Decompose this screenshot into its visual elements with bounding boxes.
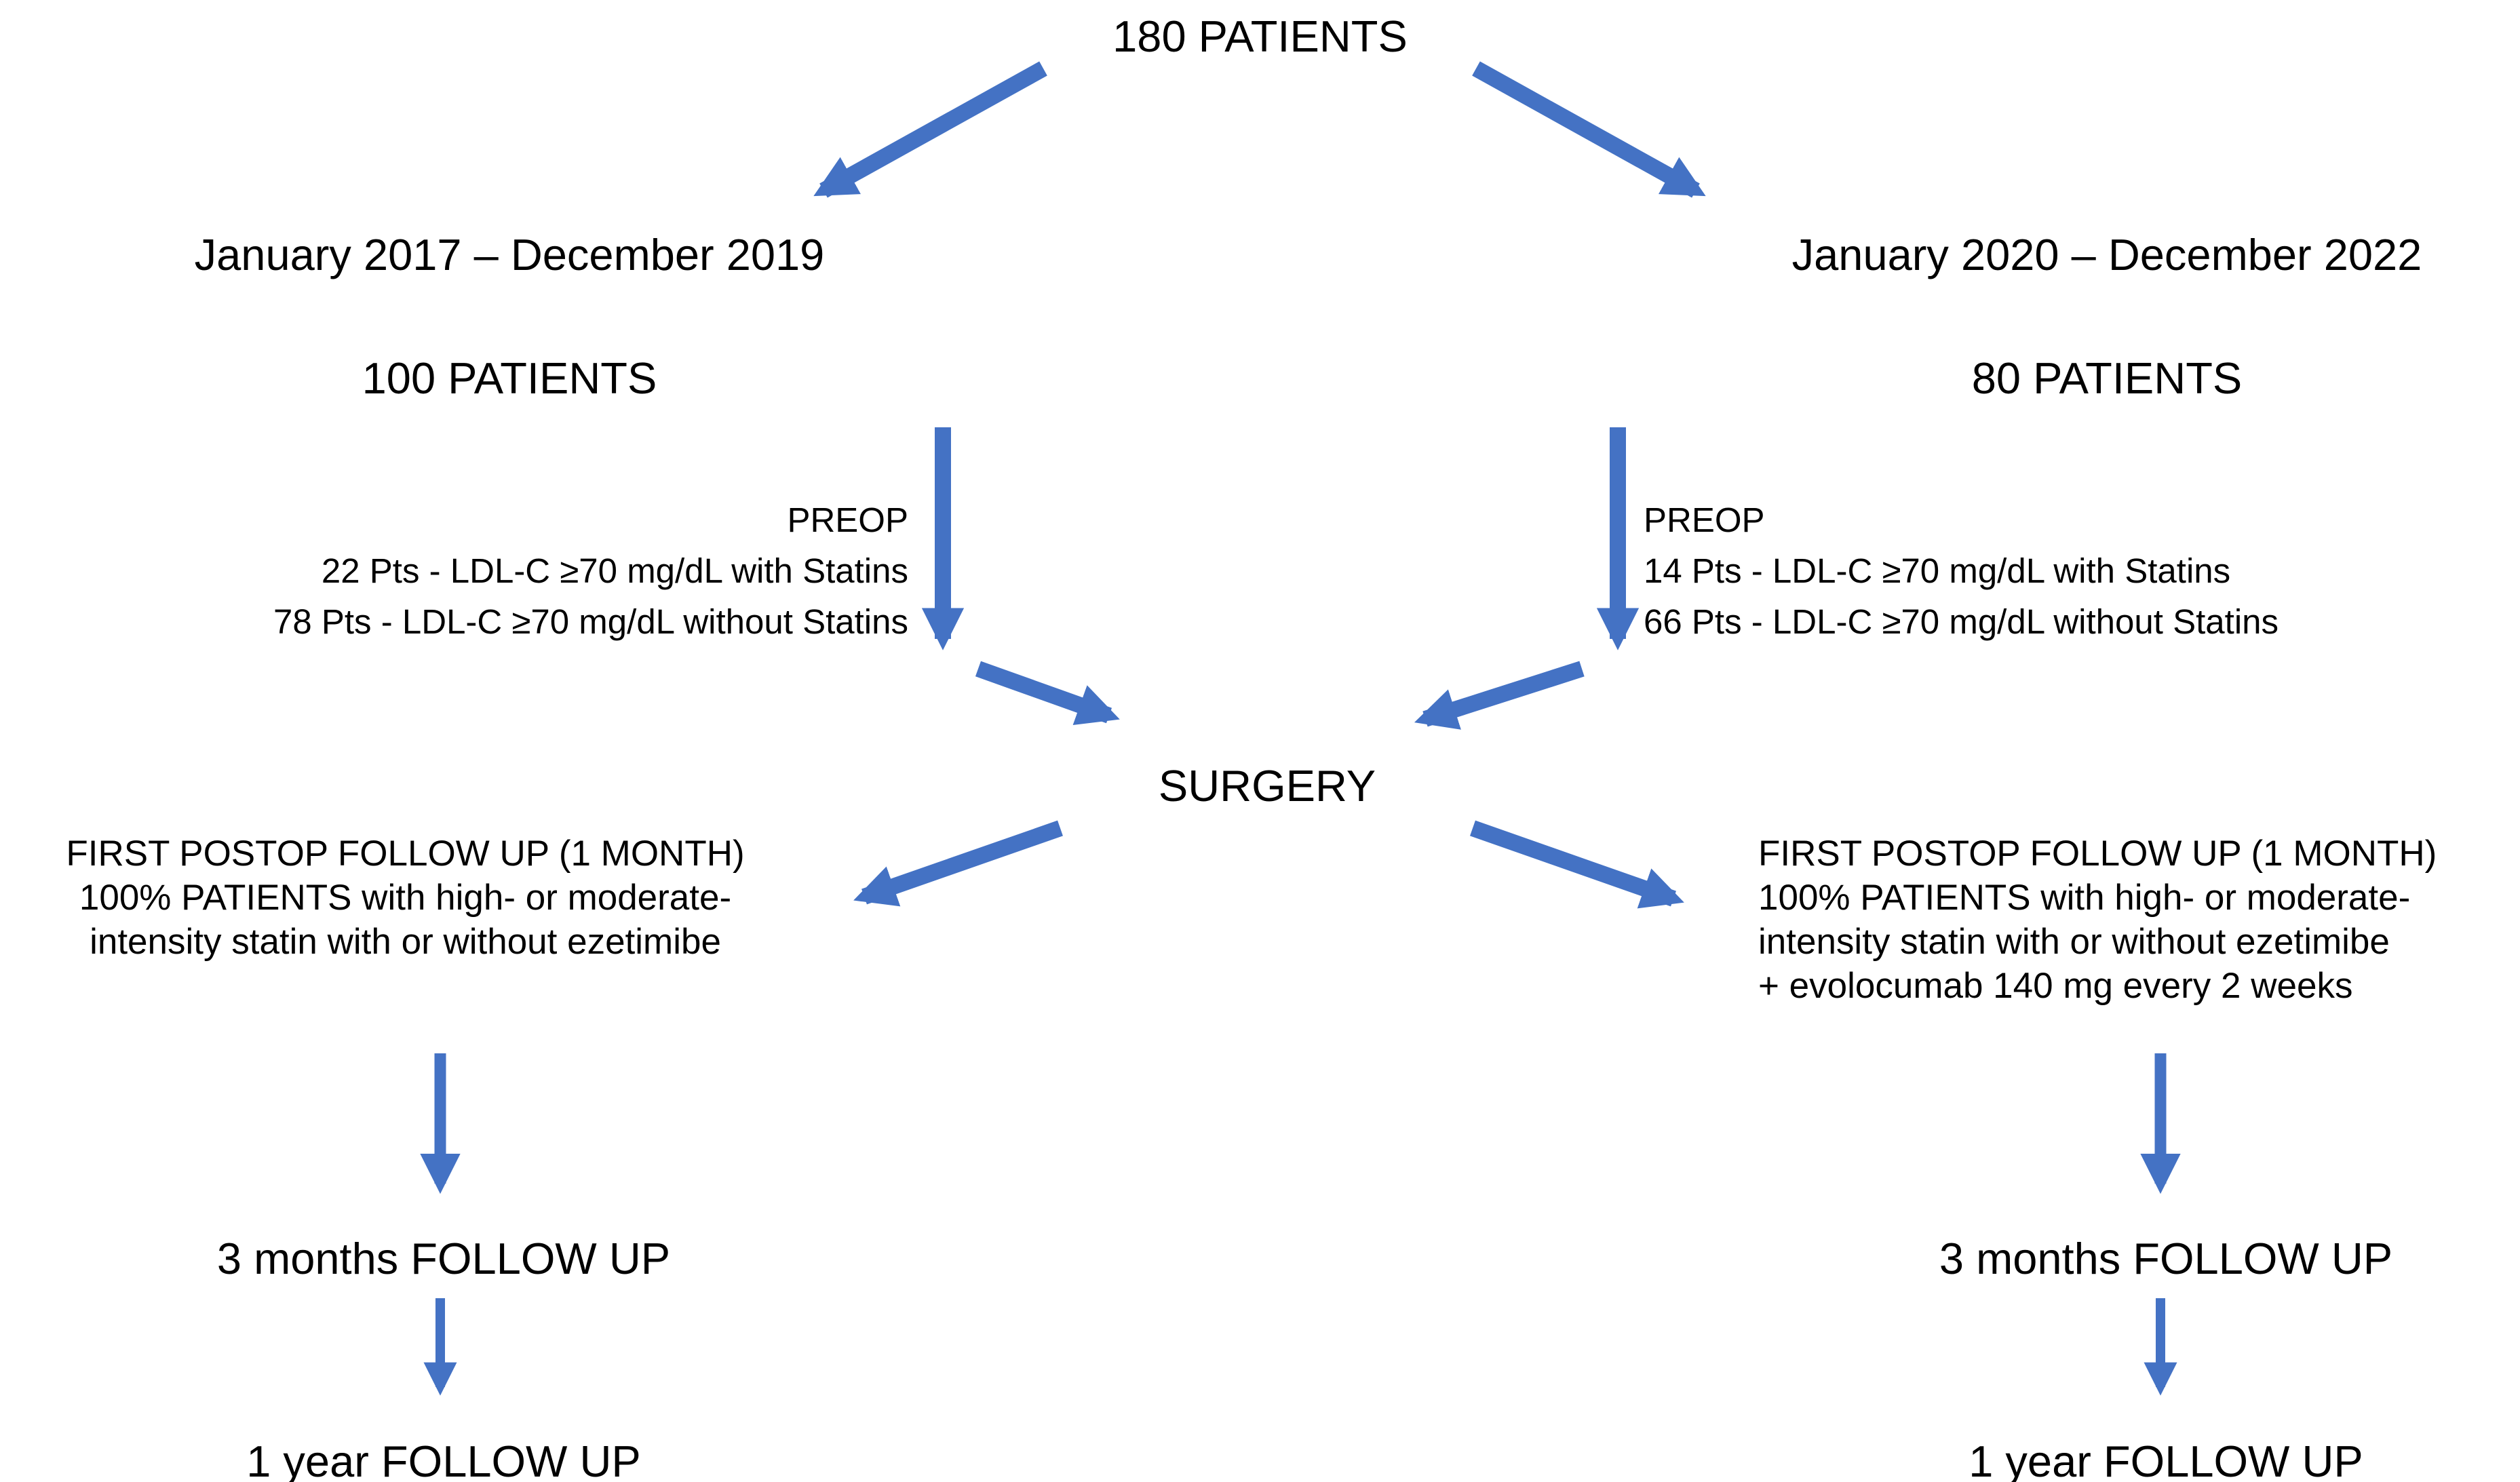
right-3-months-followup-label: 3 months FOLLOW UP: [1939, 1234, 2393, 1283]
total-patients-label: 180 PATIENTS: [1112, 12, 1408, 61]
arrow-surgery-to-left-icon: [853, 820, 1063, 907]
right-postop-line: + evolocumab 140 mg every 2 weeks: [1758, 966, 2353, 1006]
arrow-merge-right-icon: [1414, 661, 1585, 730]
left-postop-line: 100% PATIENTS with high- or moderate-: [79, 878, 732, 918]
right-1-year-followup-label: 1 year FOLLOW UP: [1969, 1437, 2363, 1482]
right-postop-line: intensity statin with or without ezetimi…: [1758, 922, 2390, 962]
left-period-label: January 2017 – December 2019: [194, 230, 825, 279]
left-1-year-followup-label: 1 year FOLLOW UP: [246, 1437, 641, 1482]
right-preop-block: PREOP 14 Pts - LDL-C ≥70 mg/dL with Stat…: [1644, 494, 2519, 647]
surgery-label: SURGERY: [1158, 761, 1376, 811]
arrow-surgery-to-right-icon: [1470, 820, 1684, 909]
arrow-merge-left-icon: [975, 661, 1120, 726]
left-preop-line: 78 Pts - LDL-C ≥70 mg/dL without Statins: [273, 602, 908, 641]
left-postop-line: FIRST POSTOP FOLLOW UP (1 MONTH): [66, 834, 745, 874]
right-preop-line: 14 Pts - LDL-C ≥70 mg/dL with Statins: [1644, 551, 2231, 590]
left-patients-count-label: 100 PATIENTS: [362, 353, 657, 403]
left-postop-block: FIRST POSTOP FOLLOW UP (1 MONTH) 100% PA…: [0, 832, 811, 964]
left-preop-label: PREOP: [787, 501, 908, 539]
right-preop-line: 66 Pts - LDL-C ≥70 mg/dL without Statins: [1644, 602, 2279, 641]
right-postop-line: FIRST POSTOP FOLLOW UP (1 MONTH): [1758, 834, 2437, 874]
right-postop-block: FIRST POSTOP FOLLOW UP (1 MONTH) 100% PA…: [1758, 832, 2520, 1008]
left-3-months-followup-label: 3 months FOLLOW UP: [216, 1234, 671, 1283]
left-postop-line: intensity statin with or without ezetimi…: [90, 922, 721, 962]
left-preop-line: 22 Pts - LDL-C ≥70 mg/dL with Statins: [321, 551, 908, 590]
right-patients-count-label: 80 PATIENTS: [1971, 353, 2243, 403]
right-period-label: January 2020 – December 2022: [1791, 230, 2422, 279]
right-postop-line: 100% PATIENTS with high- or moderate-: [1758, 878, 2411, 918]
arrow-split-right-icon: [1472, 61, 1706, 198]
right-preop-label: PREOP: [1644, 501, 1765, 539]
arrow-split-left-icon: [813, 61, 1047, 198]
left-preop-block: PREOP 22 Pts - LDL-C ≥70 mg/dL with Stat…: [94, 494, 908, 647]
